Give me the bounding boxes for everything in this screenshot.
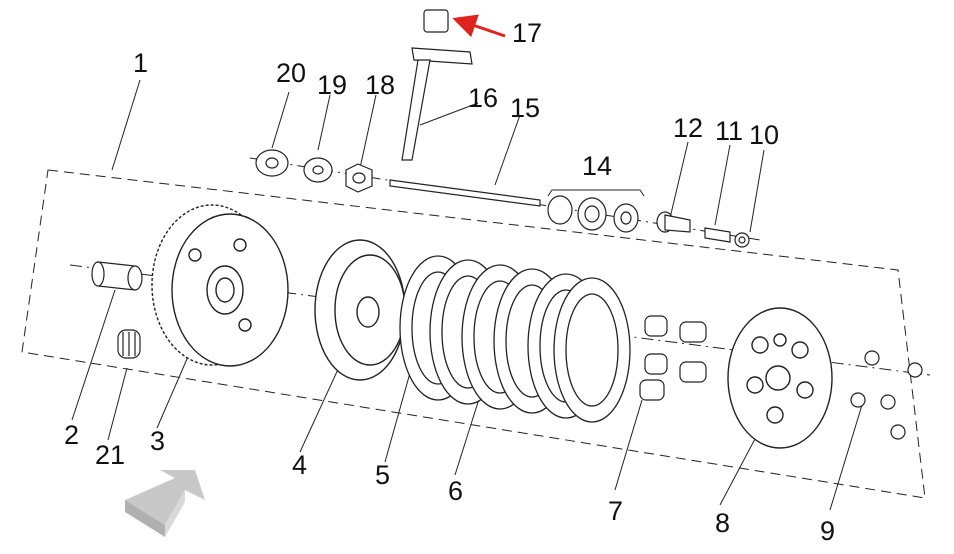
part-16-shaft bbox=[401, 59, 431, 161]
callout-15: 15 bbox=[510, 93, 541, 123]
callout-5: 5 bbox=[375, 460, 391, 490]
part-3-clutch-housing bbox=[151, 204, 289, 367]
part-2-bushing bbox=[91, 261, 143, 291]
part-21-needle-bearing bbox=[117, 329, 141, 359]
callout-9: 9 bbox=[820, 516, 836, 546]
part-7-springs bbox=[639, 315, 707, 401]
part-12-pressure-piece bbox=[656, 211, 691, 233]
part-15-push-rod bbox=[389, 179, 541, 207]
part-14-bearing-set bbox=[547, 195, 639, 233]
callout-7: 7 bbox=[608, 496, 624, 526]
part-5-6-clutch-plates bbox=[399, 255, 631, 423]
callout-20: 20 bbox=[276, 58, 307, 88]
callout-10: 10 bbox=[749, 120, 780, 150]
callout-3: 3 bbox=[150, 426, 166, 456]
callout-21: 21 bbox=[95, 440, 126, 470]
callout-18: 18 bbox=[365, 70, 396, 100]
callout-8: 8 bbox=[715, 508, 731, 538]
callout-11: 11 bbox=[715, 116, 744, 146]
part-19-washer bbox=[303, 157, 333, 183]
part-9-bolts bbox=[850, 350, 923, 440]
callout-14: 14 bbox=[582, 151, 613, 181]
part-4-inner-hub bbox=[314, 239, 406, 381]
callout-6: 6 bbox=[448, 476, 464, 506]
part-18-nut bbox=[345, 163, 373, 193]
callout-4: 4 bbox=[292, 450, 308, 480]
part-20-washer bbox=[255, 149, 289, 177]
callout-12: 12 bbox=[673, 113, 704, 143]
part-10-nut bbox=[734, 232, 750, 248]
callout-19: 19 bbox=[317, 70, 348, 100]
callout-2: 2 bbox=[64, 420, 80, 450]
callout-1: 1 bbox=[133, 48, 149, 78]
callout-17: 17 bbox=[512, 18, 543, 48]
nav-arrow-icon bbox=[125, 470, 205, 537]
red-pointer-arrow-icon bbox=[452, 14, 506, 38]
part-8-pressure-plate bbox=[727, 307, 833, 449]
part-17-lever bbox=[411, 9, 473, 65]
callout-16: 16 bbox=[468, 83, 499, 113]
part-11-pin bbox=[704, 227, 731, 243]
